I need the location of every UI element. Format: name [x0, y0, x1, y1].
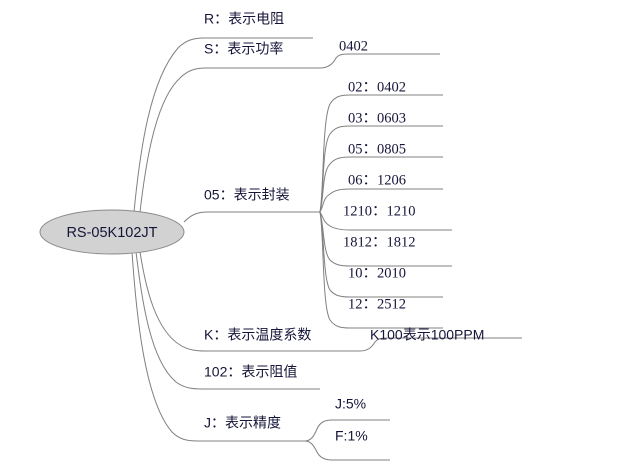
child-label-package-1210: 1210：1210: [343, 203, 416, 219]
branch-label-r: R：表示电阻: [204, 11, 284, 27]
child-label-package-0402: 02：0402: [348, 79, 406, 95]
child-label-j-5pct: J:5%: [335, 396, 366, 412]
connector-j-to-1pct: [304, 440, 390, 461]
branch-label-package: 05：表示封装: [204, 187, 290, 203]
connector-root-to-j: [131, 251, 305, 442]
connector-package-to-0603: [319, 125, 443, 213]
connector-root-to-resistance: [135, 251, 320, 390]
child-label-package-2512: 12：2512: [348, 296, 406, 312]
connector-package-to-1812: [319, 211, 452, 267]
connector-root-to-package: [183, 211, 320, 223]
child-label-package-2010: 10：2010: [348, 265, 406, 281]
branch-label-j: J：表示精度: [204, 415, 281, 431]
root-node-ellipse[interactable]: [39, 209, 185, 255]
child-label-package-0603: 03：0603: [348, 110, 406, 126]
branch-label-resistance: 102：表示阻值: [204, 364, 297, 380]
connector-package-to-0805: [319, 156, 443, 213]
connector-s-to-0402: [319, 53, 440, 69]
child-label-k-ppm: K100表示100PPM: [370, 327, 484, 343]
child-label-j-1pct: F:1%: [335, 428, 368, 444]
root-node-label: RS-05K102JT: [66, 225, 157, 241]
child-label-package-1812: 1812：1812: [343, 234, 416, 250]
child-label-package-1206: 06：1206: [348, 172, 406, 188]
branch-label-k: K：表示温度系数: [204, 327, 311, 343]
child-label-s-0402: 0402: [339, 38, 368, 54]
connector-package-to-2010: [319, 211, 443, 298]
connector-package-to-1206: [319, 188, 443, 213]
connector-root-to-k: [139, 251, 360, 352]
connector-package-to-1210: [319, 211, 452, 231]
branch-label-s: S：表示功率: [204, 41, 283, 57]
connector-root-to-r: [133, 37, 313, 213]
connector-j-to-5pct: [304, 419, 390, 442]
connector-root-to-s: [139, 67, 320, 213]
child-label-package-0805: 05：0805: [348, 141, 406, 157]
connector-k-to-ppm: [359, 337, 522, 352]
connector-package-to-2512: [319, 211, 443, 329]
